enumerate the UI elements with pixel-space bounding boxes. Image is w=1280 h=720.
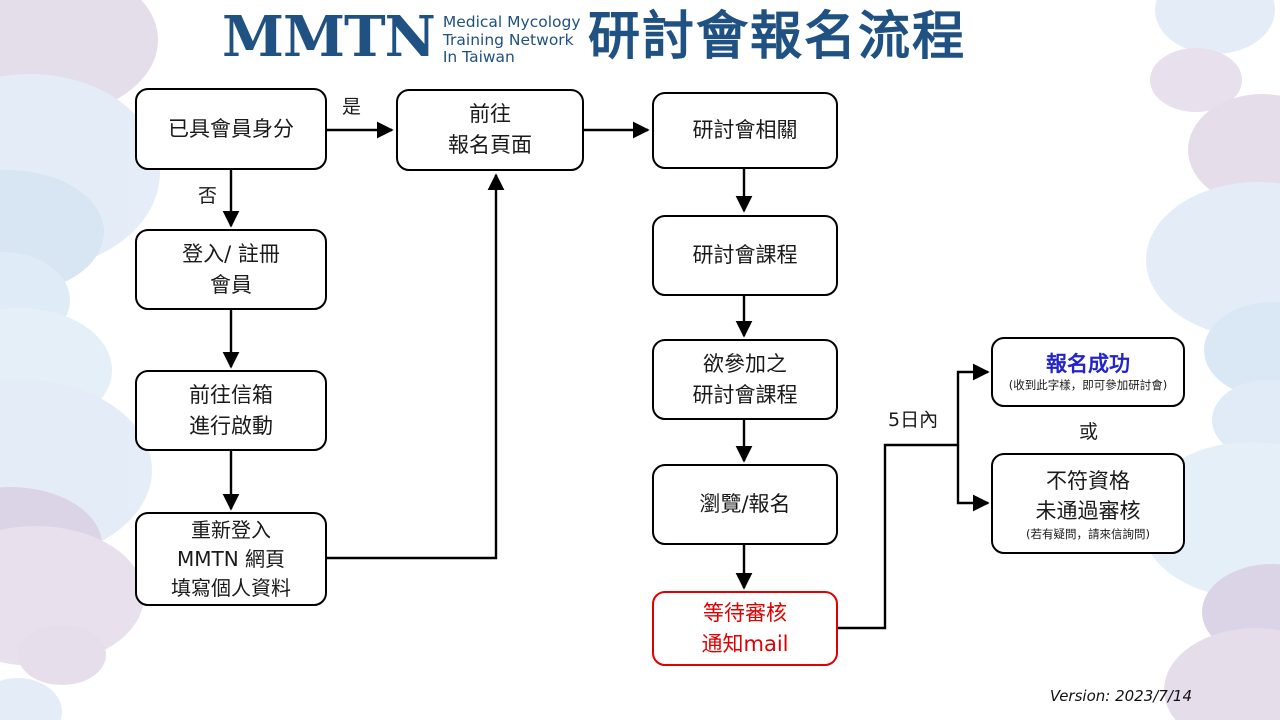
logo-wordmark: MMTN	[222, 4, 436, 70]
node-not-qualified[interactable]: 不符資格 未通過審核 (若有疑問，請來信詢問)	[991, 453, 1185, 554]
node-signup-success[interactable]: 報名成功 (收到此字樣，即可參加研討會)	[991, 337, 1185, 407]
page-title: 研討會報名流程	[588, 7, 967, 67]
node-label: 登入/ 註冊 會員	[182, 241, 280, 297]
node-label: 報名成功	[1046, 352, 1130, 376]
edge-waiting-to-rejected	[956, 445, 990, 512]
logo-subtitle-line-2: Training Network	[442, 30, 574, 49]
version-label: Version: 2023/7/14	[1049, 687, 1192, 705]
node-label: 前往信箱 進行啟動	[189, 382, 273, 438]
edge-label-or: 或	[1079, 421, 1099, 443]
edge-label-no: 否	[198, 185, 218, 207]
logo-subtitle-line-3: In Taiwan	[442, 48, 515, 66]
node-label: 欲參加之 研討會課程	[692, 351, 798, 407]
node-label: 研討會相關	[692, 118, 798, 142]
node-label: 已具會員身分	[168, 116, 294, 141]
node-label: 等待審核 通知mail	[701, 600, 789, 656]
node-waiting-review[interactable]: 等待審核 通知mail	[652, 591, 838, 666]
node-label: 瀏覽/報名	[699, 492, 791, 516]
node-browse-signup[interactable]: 瀏覽/報名	[652, 464, 838, 545]
logo-subtitle-line-1: Medical Mycology	[442, 13, 581, 31]
logo-subtitle: Medical Mycology Training Network In Tai…	[442, 13, 581, 67]
node-relogin-fill[interactable]: 重新登入 MMTN 網頁 填寫個人資料	[135, 512, 327, 606]
node-member-status[interactable]: 已具會員身分	[135, 88, 327, 170]
node-go-mailbox[interactable]: 前往信箱 進行啟動	[135, 370, 327, 451]
node-desired-course[interactable]: 欲參加之 研討會課程	[652, 339, 838, 420]
node-seminar-related[interactable]: 研討會相關	[652, 92, 838, 169]
node-label: 研討會課程	[692, 243, 798, 267]
node-login-register[interactable]: 登入/ 註冊 會員	[135, 229, 327, 310]
node-note: (若有疑問，請來信詢問)	[1026, 526, 1150, 541]
node-label: 重新登入 MMTN 網頁 填寫個人資料	[171, 517, 291, 600]
slide-header: MMTN Medical Mycology Training Network I…	[0, 0, 1280, 84]
node-go-signup-page[interactable]: 前往 報名頁面	[396, 89, 584, 171]
node-note: (收到此字樣，即可參加研討會)	[1008, 378, 1168, 392]
node-label: 不符資格 未通過審核	[1035, 468, 1141, 523]
mmtn-logo: MMTN Medical Mycology Training Network I…	[222, 8, 581, 67]
edge-waiting-to-success	[838, 363, 990, 630]
edge-relogin-to-signup	[327, 173, 505, 560]
node-label: 前往 報名頁面	[448, 102, 532, 157]
node-seminar-course[interactable]: 研討會課程	[652, 215, 838, 296]
edge-label-within-5-days: 5日內	[888, 409, 939, 431]
edge-label-yes: 是	[342, 96, 362, 118]
